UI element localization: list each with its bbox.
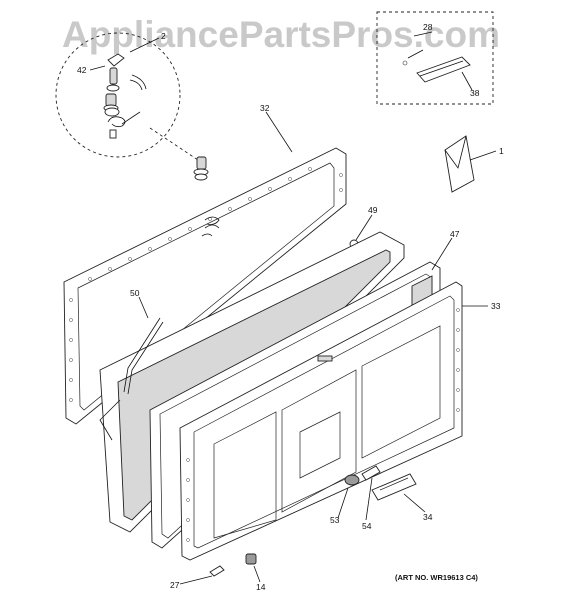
callout-33: 33	[491, 301, 501, 311]
callout-28: 28	[423, 22, 433, 32]
callout-1: 1	[499, 146, 504, 156]
callout-2: 2	[161, 31, 166, 41]
art-number: (ART NO. WR19613 C4)	[395, 573, 478, 582]
callout-47: 47	[450, 229, 460, 239]
door-inner-panel	[179, 281, 463, 561]
lock-parts	[344, 465, 381, 486]
callout-53: 53	[330, 515, 340, 525]
callout-54: 54	[362, 521, 372, 531]
handle-part	[402, 49, 471, 83]
callout-32: 32	[260, 103, 270, 113]
callout-50: 50	[130, 288, 140, 298]
lower-hinge	[209, 553, 257, 577]
callout-49: 49	[368, 205, 378, 215]
callout-14: 14	[256, 582, 266, 592]
hinge-pin	[193, 156, 209, 181]
instruction-sheet	[444, 135, 475, 193]
frame-clip	[201, 216, 220, 237]
callout-34: 34	[423, 512, 433, 522]
callout-42: 42	[77, 65, 87, 75]
detail-box-top-right	[376, 11, 494, 105]
wire-harness	[99, 317, 164, 441]
watermark: AppliancePartsPros.com	[62, 14, 500, 55]
leader-lines	[89, 31, 497, 585]
callout-38: 38	[470, 88, 480, 98]
hinge-detail-circle	[55, 32, 181, 158]
door-handle	[371, 473, 417, 501]
callout-labels: 42 2 32 28 38 1 49 47 50 33 53 54 34 14 …	[77, 22, 504, 592]
callout-27: 27	[170, 580, 180, 590]
